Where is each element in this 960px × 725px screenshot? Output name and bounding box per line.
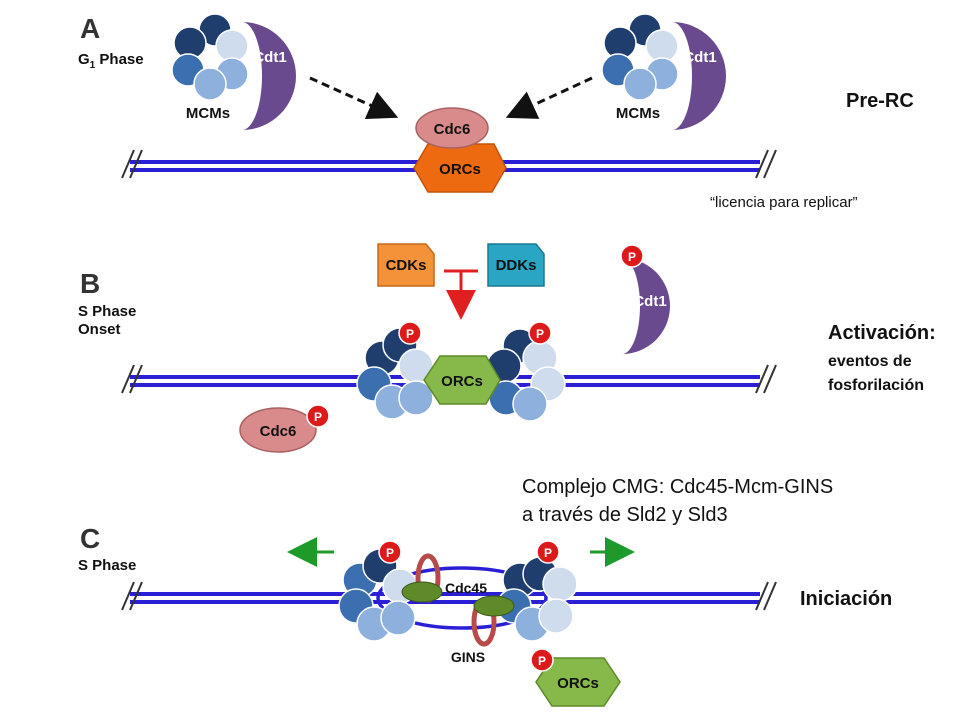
panel-b-phase-line1: S Phase	[78, 303, 136, 320]
orcs-label: ORCs	[439, 161, 481, 178]
cdt1-label: Cdt1	[633, 293, 666, 310]
cdc45-label: Cdc45	[445, 580, 487, 596]
phospho-badge	[398, 321, 422, 345]
panel-c: C S Phase P	[78, 523, 777, 707]
eventos-label: eventos de	[828, 353, 912, 370]
orcs-label: ORCs	[441, 373, 483, 390]
orcs-label: ORCs	[557, 675, 599, 692]
phospho-badge	[530, 648, 554, 672]
panel-b-phase-line2: Onset	[78, 321, 121, 338]
cmg-complex-line1: Complejo CMG: Cdc45-Mcm-GINS	[522, 476, 834, 498]
mcms-label: MCMs	[616, 105, 660, 122]
cdc45-ellipse	[473, 595, 515, 617]
cdt1-label: Cdt1	[683, 49, 716, 66]
phospho-label: P	[536, 327, 544, 341]
cdc6-label: Cdc6	[260, 423, 297, 440]
cdt1-shape	[672, 22, 726, 130]
cdt1-shape	[242, 22, 296, 130]
phospho-label: P	[538, 654, 546, 668]
ddks-label: DDKs	[496, 257, 537, 274]
panel-c-letter: C	[80, 523, 100, 554]
panel-a-phase: G1 Phase	[78, 51, 144, 71]
ddks-kinase: DDKs	[487, 243, 545, 287]
gins-label: GINS	[451, 649, 485, 665]
activacion-label: Activación:	[828, 322, 936, 344]
cdks-kinase: CDKs	[377, 243, 435, 287]
cmg-helicase-left: P	[338, 540, 443, 642]
replication-bubble	[376, 566, 548, 630]
cdt1-label: Cdt1	[253, 49, 286, 66]
activation-arrow	[444, 269, 478, 320]
panel-c-phase: S Phase	[78, 557, 136, 574]
phospho-label: P	[544, 546, 552, 560]
phospho-badge	[306, 404, 330, 428]
mcms-label: MCMs	[186, 105, 230, 122]
cmg-complex-line2: a través de Sld2 y Sld3	[522, 504, 728, 526]
dna-strand-c	[121, 581, 777, 611]
phospho-label: P	[628, 250, 636, 264]
panel-b-letter: B	[80, 268, 100, 299]
phospho-badge	[620, 244, 644, 268]
orc-cdc6-complex: ORCs Cdc6	[413, 107, 507, 193]
phospho-label: P	[406, 327, 414, 341]
cmg-helicase-right: P	[471, 540, 578, 647]
orc-green-hexagon: ORCs	[423, 355, 501, 405]
phospho-badge	[528, 321, 552, 345]
dashed-arrow-right	[505, 76, 593, 119]
fosforilacion-label: fosforilación	[828, 377, 925, 394]
phospho-badge	[536, 540, 560, 564]
phospho-badge	[378, 540, 402, 564]
panel-a-letter: A	[80, 13, 100, 44]
cdc6-phosphorylated: Cdc6 P	[239, 404, 330, 453]
panel-a: A G1 Phase Cdt1 MCMs	[78, 13, 777, 193]
mcm-cdt1-complex-left: Cdt1 MCMs	[171, 13, 296, 130]
phospho-label: P	[386, 546, 394, 560]
cdc45-ellipse	[401, 581, 443, 603]
cdc6-label: Cdc6	[434, 121, 471, 138]
phospho-label: P	[314, 410, 322, 424]
orc-released: ORCs P	[530, 648, 621, 707]
cdks-label: CDKs	[386, 257, 427, 274]
phase-sub-1: 1	[90, 60, 96, 71]
mcm-cdt1-complex-right: Cdt1 MCMs	[601, 13, 726, 130]
cdt1-phosphorylated: Cdt1 P	[620, 244, 670, 354]
panel-b: B S Phase Onset CDKs DDKs Cdt1 P	[78, 243, 777, 453]
pre-rc-label: Pre-RC	[846, 90, 914, 112]
mcm-hexamer-left: P	[356, 321, 434, 420]
licencia-note: “licencia para replicar”	[710, 194, 858, 211]
cdc6-ellipse	[415, 107, 489, 149]
mcm-hexamer-right: P	[486, 321, 566, 422]
iniciacion-label: Iniciación	[800, 588, 893, 610]
dashed-arrow-left	[309, 76, 399, 120]
phase-rest: Phase	[95, 51, 143, 68]
phase-g: G	[78, 51, 90, 68]
